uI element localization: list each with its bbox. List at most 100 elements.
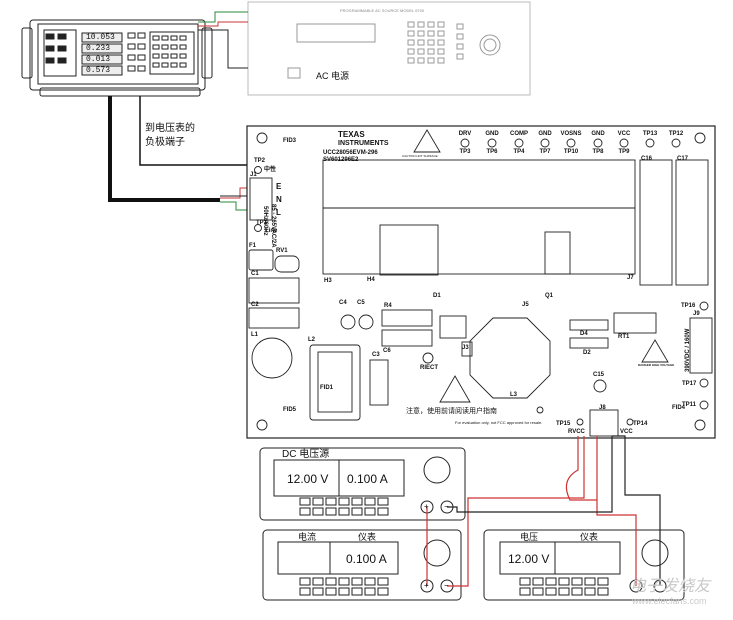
tp2-label: TP2 <box>254 158 266 164</box>
c4-label: C4 <box>339 300 347 306</box>
c5-label: C5 <box>357 300 365 306</box>
ac-source-label: AC 电源 <box>316 71 350 81</box>
power-meter <box>21 19 213 97</box>
wire-red-voltmeter <box>596 436 637 586</box>
tp14-label: TP14 <box>633 421 648 427</box>
meter-reading-4: 0.573 <box>86 66 111 75</box>
j7-label: J7 <box>627 275 634 281</box>
line-label: Line <box>265 228 278 234</box>
fid5-label: FID5 <box>283 407 297 413</box>
tp-drv: DRV <box>458 131 472 137</box>
ti-logo-line2: INSTRUMENTS <box>338 140 389 147</box>
wire-red-loop <box>565 436 597 501</box>
h3-label: H3 <box>324 278 332 284</box>
j1-label: J1 <box>250 172 257 178</box>
tp-gnd3-id: TP8 <box>592 149 604 155</box>
voltmeter-note-line2: 负极端子 <box>145 137 185 148</box>
voltmeter-label-a: 电压 <box>520 532 539 542</box>
d4-label: D4 <box>580 331 588 337</box>
ac-source-switch <box>287 67 301 79</box>
meter-reading-2: 0.233 <box>86 44 111 53</box>
c16-label: C16 <box>641 156 653 162</box>
tp-vcc-id: TP9 <box>618 149 630 155</box>
c3-label: C3 <box>372 352 380 358</box>
fid4-label: FID4 <box>672 405 686 411</box>
tp-gnd3: GND <box>591 131 605 137</box>
wire-red <box>198 21 248 27</box>
ammeter-minus-terminal[interactable]: − <box>444 581 449 590</box>
wire-red-ammeter <box>447 436 585 587</box>
j8-label: J8 <box>599 405 606 411</box>
tp12: TP12 <box>668 131 684 137</box>
thick-cable <box>108 96 220 202</box>
tp13: TP13 <box>642 131 658 137</box>
watermark-text: 电子发烧友 <box>630 578 711 595</box>
tp17-label: TP17 <box>682 381 697 387</box>
c15-label: C15 <box>593 372 605 378</box>
dc-source-body <box>259 447 466 521</box>
tp-gnd1-id: TP6 <box>486 149 498 155</box>
tp11-label: TP11 <box>682 402 697 408</box>
fid1-label: FID1 <box>320 385 334 391</box>
j3-label: J3 <box>462 345 469 351</box>
warning-text: 注意，使用前请阅读用户指南 <box>406 408 497 415</box>
r4-label: R4 <box>384 303 392 309</box>
wire-black-voltmeter <box>612 435 661 586</box>
ammeter-label-a: 电流 <box>298 532 317 542</box>
ammeter-plus-terminal[interactable]: + <box>424 581 429 590</box>
wire-black-dc-negative <box>447 436 613 513</box>
ammeter-label-b: 仪表 <box>358 532 377 542</box>
tp15-label: TP15 <box>556 421 571 427</box>
l3-label: L3 <box>510 392 518 398</box>
q1-label: Q1 <box>545 293 554 299</box>
l2-label: L2 <box>308 337 316 343</box>
c6-label: C6 <box>383 348 391 354</box>
c1-label: C1 <box>251 271 259 277</box>
l-label: L <box>276 208 281 217</box>
f1-label: F1 <box>249 243 257 249</box>
rvcc-label: RVCC <box>568 429 585 435</box>
ac-source-panel-text: PROGRAMMABLE AC SOURCE MODEL 6700 <box>340 8 425 13</box>
tp-comp: COMP <box>510 131 528 137</box>
vcc-board-label: VCC <box>620 429 633 435</box>
fid3-label: FID3 <box>283 138 297 144</box>
neutral-label: 中性 <box>264 167 277 173</box>
input-spec2: 50Hz/60Hz <box>262 206 268 236</box>
voltmeter-note-line1: 到电压表的 <box>145 123 195 134</box>
ac-source-box <box>247 1 531 96</box>
tp-vosns: VOSNS <box>560 131 582 137</box>
d1-label: D1 <box>433 293 441 299</box>
tp16-label: TP16 <box>681 303 696 309</box>
eval-note: For evaluation only, not FCC approved fo… <box>455 420 543 425</box>
ammeter-reading: 0.100 A <box>346 552 387 566</box>
output-spec: 390VDC / 160W <box>685 328 691 372</box>
dc-plus-terminal[interactable]: + <box>424 502 429 511</box>
meter-reading-1: 10.053 <box>86 33 115 42</box>
tp-vcc: VCC <box>617 131 631 137</box>
dc-source-label: DC 电压源 <box>282 449 330 460</box>
dc-voltage-reading: 12.00 V <box>287 472 329 486</box>
voltmeter-reading: 12.00 V <box>508 552 550 566</box>
d2-label: D2 <box>583 350 591 356</box>
l1-label: L1 <box>251 332 259 338</box>
rv1-label: RV1 <box>276 248 288 254</box>
j9-label: J9 <box>693 311 700 317</box>
ac-source-display <box>296 23 376 43</box>
input-spec: 85 - 265VAC/2A <box>270 204 276 248</box>
tp-vosns-id: TP10 <box>563 149 579 155</box>
voltmeter-label-b: 仪表 <box>580 532 599 542</box>
tp1-label: TP1 <box>256 220 268 226</box>
n-label: N <box>276 195 282 204</box>
danger-label: DANGER HIGH VOLTAGE <box>638 363 675 367</box>
tp-drv-id: TP3 <box>459 149 471 155</box>
voltmeter-neg-wire <box>139 96 258 166</box>
dc-current-reading: 0.100 A <box>347 472 388 486</box>
meter-reading-3: 0.013 <box>86 55 111 64</box>
board-title-1: UCC28056EVM-296 <box>323 150 378 156</box>
board-title-2: SV601296E2 <box>323 157 359 163</box>
ac-source-keypad <box>407 21 501 64</box>
wire-green <box>198 11 248 23</box>
j5-label: J5 <box>522 302 529 308</box>
dc-minus-terminal[interactable]: − <box>444 502 449 511</box>
ti-logo-line1: TEXAS <box>338 130 365 139</box>
